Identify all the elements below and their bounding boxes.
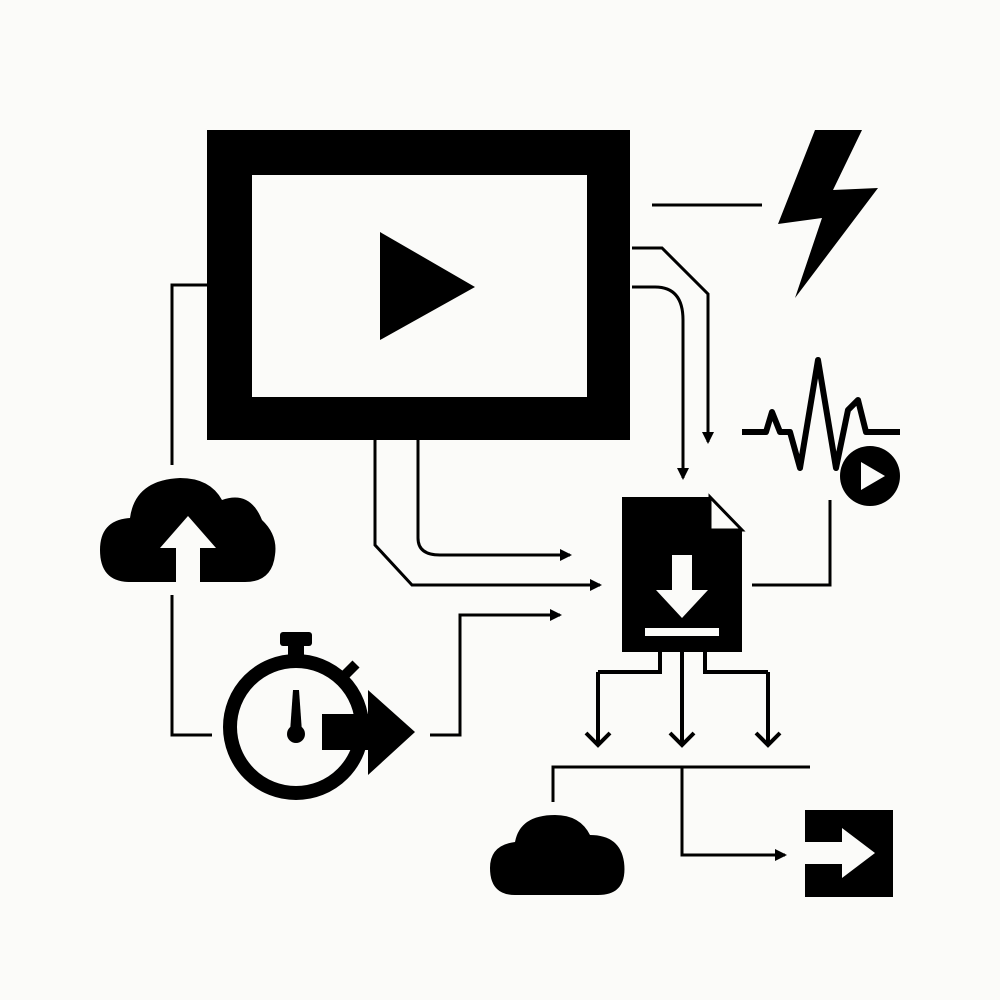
play-icon <box>380 232 475 340</box>
cloud-icon <box>490 815 625 895</box>
output-lines <box>551 765 810 861</box>
play-circle-icon <box>840 446 900 506</box>
lightning-bolt-icon <box>778 130 878 298</box>
forward-arrow-icon <box>322 690 415 775</box>
file-download-icon <box>622 493 746 652</box>
video-player-icon <box>207 130 630 440</box>
cloud-upload-icon <box>100 478 276 585</box>
branch-arrows <box>584 650 782 748</box>
export-icon <box>805 810 893 897</box>
stopwatch-icon <box>223 632 369 800</box>
connector-lines <box>170 246 832 737</box>
audio-waveform-icon <box>742 357 900 471</box>
